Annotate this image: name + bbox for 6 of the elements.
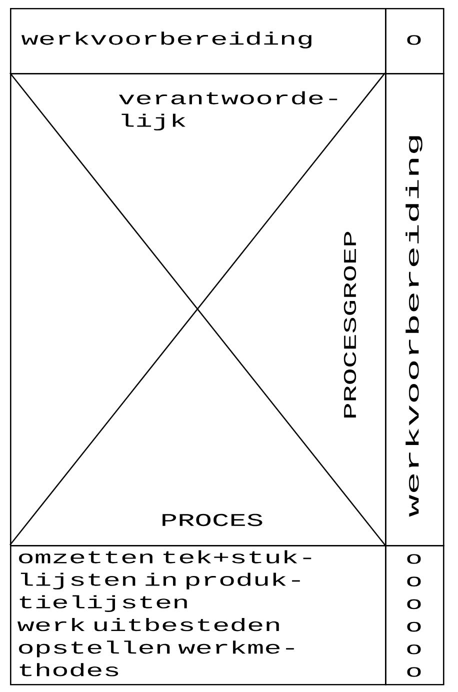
crossed-box: verantwoorde- lijk PROCESGROEP PROCES — [10, 72, 386, 546]
table-cell: werkvoorbereiding — [10, 8, 386, 74]
table-cell: omzetten tek+stuk- lijsten in produk- tielijsten werk uitbesteden opstellen werkme- thodes — [10, 545, 386, 686]
table-cell: o o o o o o — [385, 545, 444, 686]
table-cell: werkvoorbereiding — [385, 73, 444, 546]
table-cell: o — [385, 8, 444, 74]
